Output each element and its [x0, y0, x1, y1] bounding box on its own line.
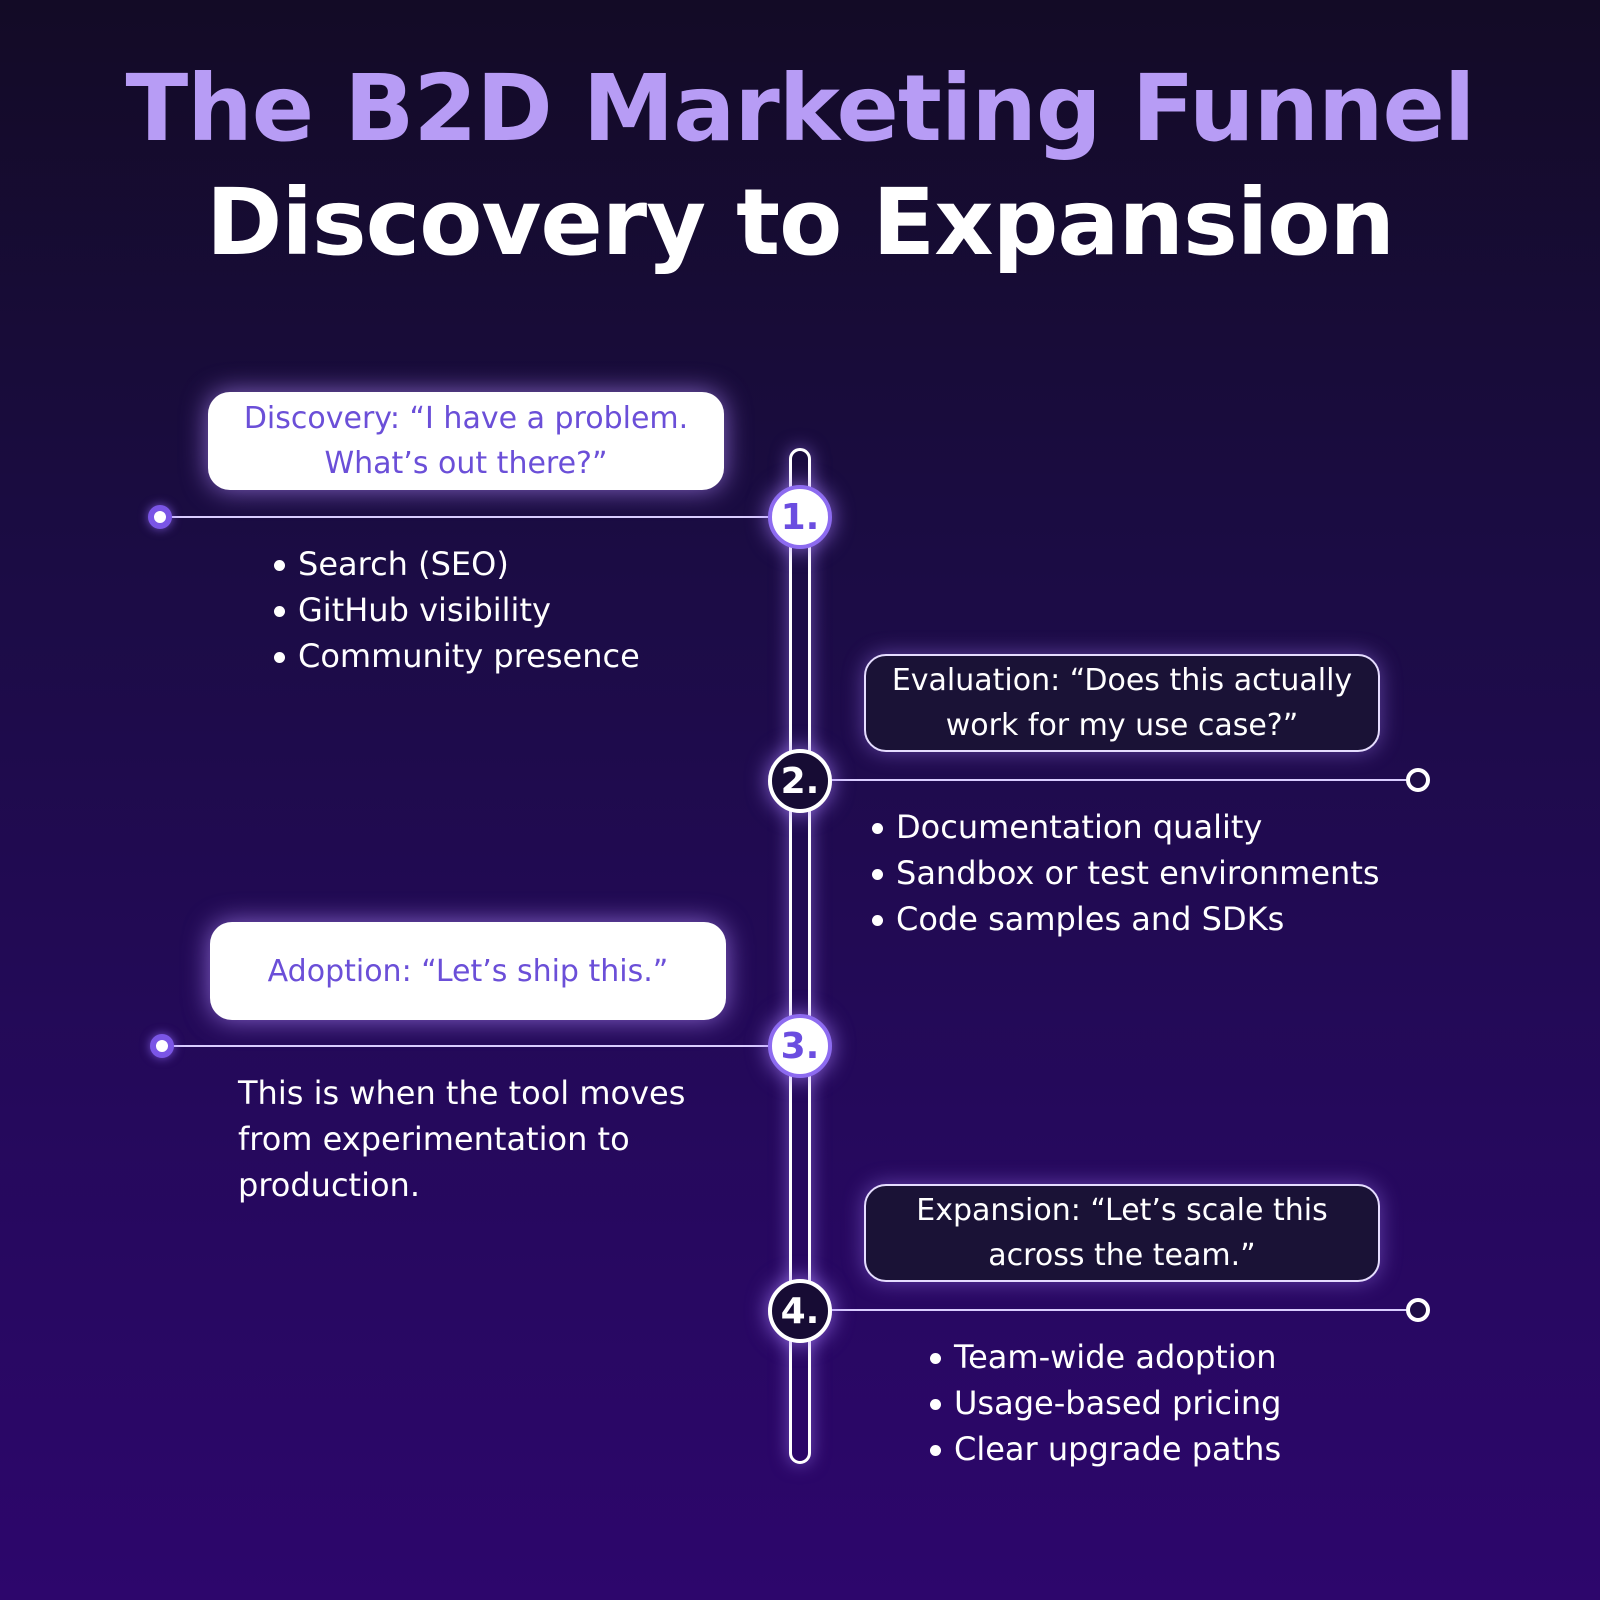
list-item: Code samples and SDKs	[870, 896, 1380, 942]
stage-2-end-dot	[1406, 768, 1430, 792]
stage-1-bullet-list: Search (SEO) GitHub visibility Community…	[272, 541, 640, 679]
stage-2-connector	[830, 779, 1418, 781]
stage-2-bullet-list: Documentation quality Sandbox or test en…	[870, 804, 1380, 942]
stage-3-label: Adoption: “Let’s ship this.”	[210, 922, 726, 1020]
list-item: Usage-based pricing	[928, 1380, 1281, 1426]
stage-3-end-dot	[150, 1034, 174, 1058]
stage-4-label: Expansion: “Let’s scale this across the …	[864, 1184, 1380, 1282]
stage-1-connector	[160, 516, 772, 518]
stage-3-description: This is when the tool moves from experim…	[238, 1074, 686, 1204]
list-item: Search (SEO)	[272, 541, 640, 587]
list-item: Team-wide adoption	[928, 1334, 1281, 1380]
stage-1-label: Discovery: “I have a problem. What’s out…	[208, 392, 724, 490]
stage-3-connector	[162, 1045, 772, 1047]
timeline-spine	[789, 448, 811, 1464]
stage-2-label: Evaluation: “Does this actually work for…	[864, 654, 1380, 752]
stage-4-end-dot	[1406, 1298, 1430, 1322]
list-item: Clear upgrade paths	[928, 1426, 1281, 1472]
stage-4-bullet-list: Team-wide adoption Usage-based pricing C…	[928, 1334, 1281, 1472]
stage-4-marker: 4.	[768, 1279, 832, 1343]
list-item: Sandbox or test environments	[870, 850, 1380, 896]
title-line-1: The B2D Marketing Funnel	[125, 55, 1476, 162]
stage-3-marker: 3.	[768, 1014, 832, 1078]
stage-1-marker: 1.	[768, 485, 832, 549]
list-item: GitHub visibility	[272, 587, 640, 633]
stage-2-marker: 2.	[768, 749, 832, 813]
list-item: Community presence	[272, 633, 640, 679]
title-line-2: Discovery to Expansion	[206, 169, 1395, 276]
stage-4-connector	[830, 1309, 1418, 1311]
stage-1-end-dot	[148, 505, 172, 529]
list-item: Documentation quality	[870, 804, 1380, 850]
